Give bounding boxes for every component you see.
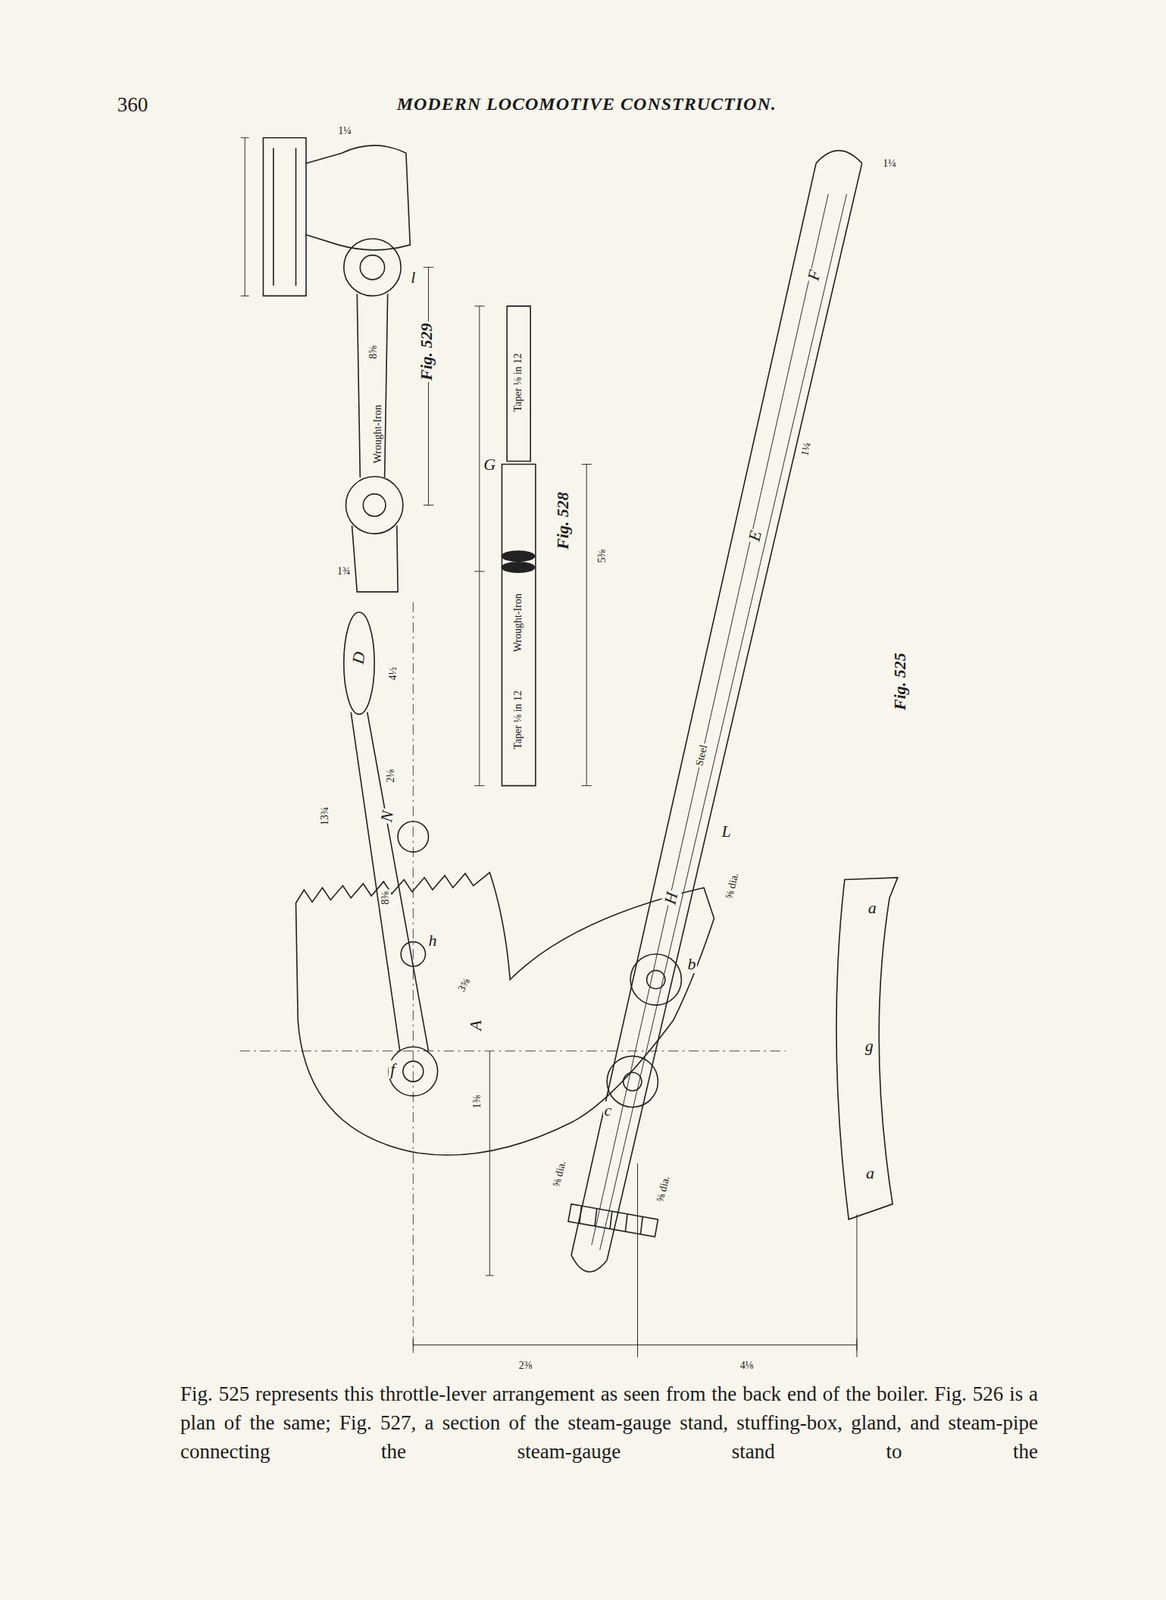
dimension-label: Wrought-Iron	[371, 403, 383, 465]
dimension-label: ⅝ dia.	[550, 1157, 569, 1189]
figure-number: Fig. 528	[553, 490, 573, 551]
dimension-label: 3⅝	[455, 974, 474, 995]
part-letter: G	[481, 455, 498, 474]
dimension-label: 13¾	[318, 805, 330, 828]
dimension-label: 4⅛	[738, 1359, 756, 1371]
page-number: 360	[115, 93, 151, 117]
part-letter: D	[348, 649, 369, 668]
part-letter: b	[685, 954, 698, 973]
part-letter: a	[866, 898, 879, 917]
dimension-label: 2⅛	[384, 767, 397, 785]
dimension-label: 1¼	[336, 125, 354, 137]
part-letter: c	[603, 1100, 614, 1120]
part-letter: f	[388, 1059, 397, 1079]
running-head: MODERN LOCOMOTIVE CONSTRUCTION.	[395, 93, 779, 114]
dimension-label: Taper ⅛ in 12	[512, 687, 524, 751]
part-letter: L	[720, 822, 733, 841]
dimension-label: Wrought-Iron	[512, 591, 524, 654]
body-text: Fig. 525 represents this throttle-lever …	[178, 1378, 1040, 1466]
part-letter: H	[660, 887, 682, 907]
dimension-label: 8⅝	[367, 343, 379, 361]
part-letter: l	[409, 268, 417, 287]
figure-number: Fig. 529	[417, 321, 436, 383]
dimension-label: ⅝ dia.	[653, 1172, 673, 1204]
part-letter: a	[864, 1163, 876, 1182]
dimension-label: 5⅜	[596, 547, 608, 565]
dimension-label: Steel	[693, 741, 710, 769]
dimension-label: 1¾	[335, 565, 353, 577]
dimension-label: ⅝ dia.	[723, 869, 742, 901]
dimension-label: 2⅜	[517, 1359, 535, 1371]
dimension-label: 4½	[387, 665, 399, 682]
dimension-label: Taper ⅛ in 12	[512, 351, 524, 414]
figure-number: Fig. 525	[890, 651, 909, 713]
part-letter: A	[465, 1018, 485, 1032]
dimension-label: 1¼	[881, 157, 898, 169]
part-letter: E	[744, 527, 766, 544]
dimension-label: 1¼	[798, 439, 814, 458]
dimension-label: 8⅜	[379, 889, 391, 907]
part-letter: F	[803, 266, 825, 284]
part-letter: h	[426, 931, 438, 950]
part-letter: N	[377, 807, 398, 826]
part-letter: g	[863, 1036, 876, 1055]
dimension-label: 1⅜	[471, 1093, 483, 1110]
